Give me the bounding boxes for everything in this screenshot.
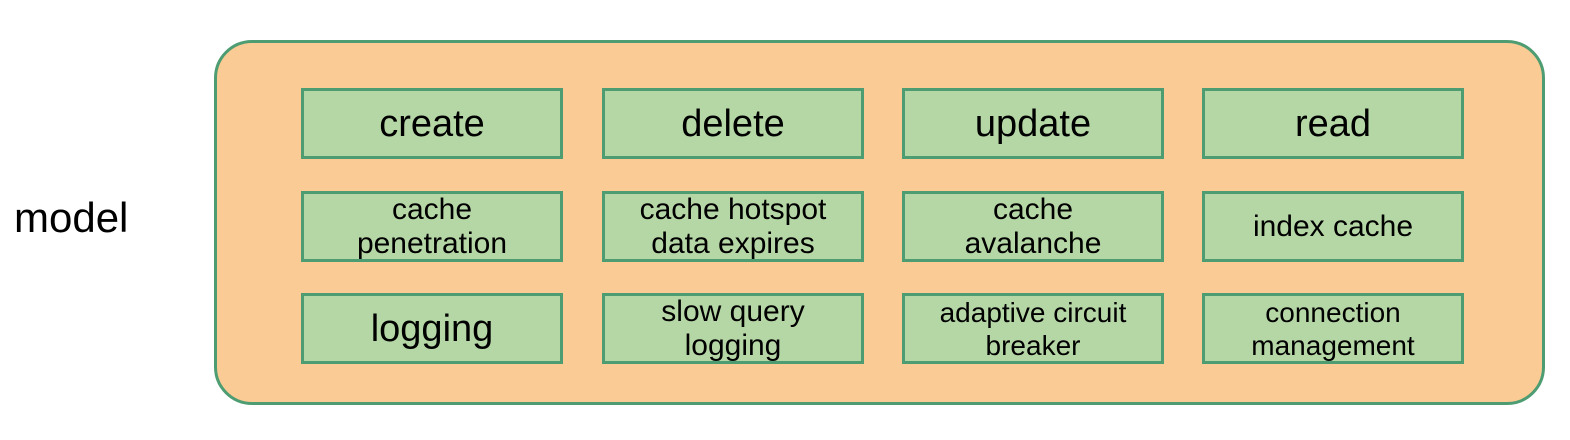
node-cache-penetration[interactable]: cache penetration <box>301 191 563 262</box>
node-read[interactable]: read <box>1202 88 1464 159</box>
node-cache-hotspot-data-expires-label: cache hotspot data expires <box>639 192 827 260</box>
node-cache-penetration-label: cache penetration <box>356 192 508 260</box>
node-logging[interactable]: logging <box>301 293 563 364</box>
node-adaptive-circuit-breaker[interactable]: adaptive circuit breaker <box>902 293 1164 364</box>
node-slow-query-logging[interactable]: slow query logging <box>602 293 864 364</box>
node-create-label: create <box>379 102 485 145</box>
node-delete-label: delete <box>681 102 785 145</box>
node-delete[interactable]: delete <box>602 88 864 159</box>
node-index-cache-label: index cache <box>1252 209 1414 243</box>
node-connection-management[interactable]: connection management <box>1202 293 1464 364</box>
node-connection-management-label: connection management <box>1251 296 1415 361</box>
node-slow-query-logging-label: slow query logging <box>661 294 805 362</box>
node-update-label: update <box>974 102 1092 145</box>
node-update[interactable]: update <box>902 88 1164 159</box>
node-adaptive-circuit-breaker-label: adaptive circuit breaker <box>939 296 1127 361</box>
node-cache-hotspot-data-expires[interactable]: cache hotspot data expires <box>602 191 864 262</box>
node-cache-avalanche[interactable]: cache avalanche <box>902 191 1164 262</box>
node-index-cache[interactable]: index cache <box>1202 191 1464 262</box>
node-cache-avalanche-label: cache avalanche <box>964 192 1102 260</box>
node-logging-label: logging <box>370 307 494 350</box>
node-read-label: read <box>1294 102 1372 145</box>
node-create[interactable]: create <box>301 88 563 159</box>
model-side-label: model <box>14 194 129 241</box>
node-grid: create delete update read cache penetrat… <box>217 43 1542 402</box>
model-group-container: create delete update read cache penetrat… <box>214 40 1545 405</box>
